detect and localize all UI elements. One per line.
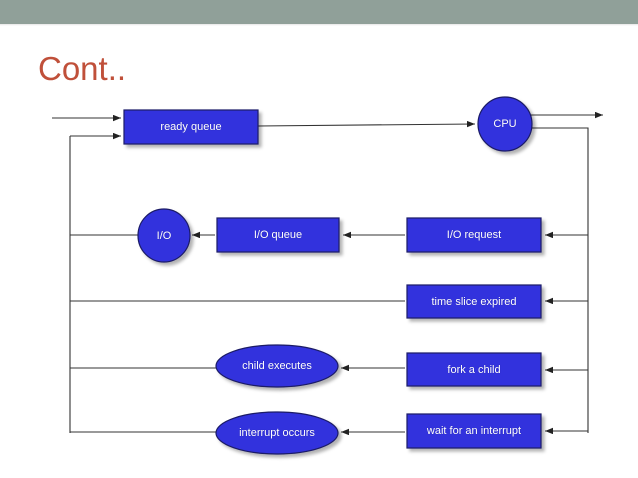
- node-io-request[interactable]: [406, 217, 542, 253]
- connector-ready-queue-to-cpu: [257, 120, 476, 128]
- node-interrupt-occurs[interactable]: [215, 411, 339, 455]
- node-fork-a-child[interactable]: [406, 352, 542, 387]
- node-time-slice-expired[interactable]: [406, 284, 542, 319]
- node-shapes: [123, 96, 542, 455]
- node-cpu[interactable]: [477, 96, 533, 152]
- node-ready-queue[interactable]: [123, 109, 259, 145]
- node-io[interactable]: [137, 208, 191, 263]
- top-banner: [0, 0, 638, 24]
- connector-cpu-to-right-bus: [528, 127, 589, 433]
- node-child-executes[interactable]: [215, 344, 339, 388]
- connector-lines: [52, 111, 603, 436]
- banner-shadow: [0, 24, 638, 26]
- page-title: Cont..: [38, 50, 127, 87]
- node-io-queue[interactable]: [216, 217, 340, 253]
- node-wait-for-interrupt[interactable]: [406, 413, 542, 449]
